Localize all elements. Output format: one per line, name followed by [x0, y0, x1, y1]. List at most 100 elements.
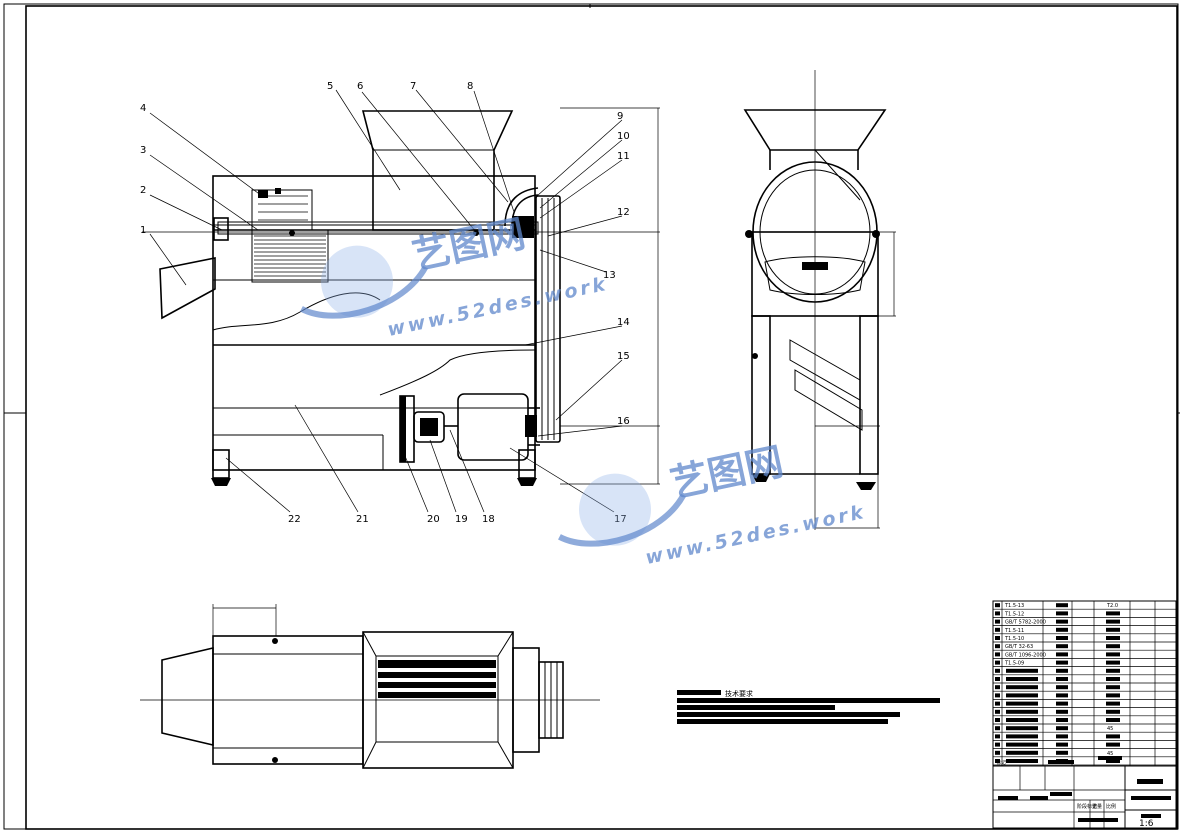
title-block-qty: [1056, 611, 1068, 616]
weight-label: 重量: [1092, 803, 1102, 810]
tech-requirements-heading: 技术要求: [725, 689, 753, 698]
title-block-row-index: [995, 759, 1000, 763]
stage-mark-label: 阶段标记: [1077, 803, 1097, 810]
title-block-redacted: [1006, 709, 1038, 714]
title-block-redacted: [1006, 677, 1038, 681]
title-block-part-code: T1.5-12: [1004, 611, 1024, 617]
title-block-qty: [1056, 709, 1068, 714]
part-number: 6: [357, 81, 363, 92]
screen-hatch: [254, 195, 326, 277]
title-block-row-index: [995, 619, 1000, 624]
title-block-qty: [1056, 603, 1068, 608]
title-block-row-index: [995, 611, 1000, 616]
title-block-material: [1106, 660, 1120, 665]
title-block-material: [1106, 619, 1120, 624]
part-number: 14: [617, 317, 630, 328]
watermark-1: 艺图网 www.52des.work: [300, 211, 610, 341]
title-block-redacted: [1006, 693, 1038, 698]
title-block-part-code: T1.5-10: [1004, 636, 1024, 642]
title-block-qty: [1056, 685, 1068, 690]
title-block-row-index: [995, 734, 1000, 739]
watermark-2: 艺图网 www.52des.work: [558, 439, 868, 569]
title-block-row-index: [995, 709, 1000, 714]
title-block-redacted: [1006, 718, 1038, 722]
title-block-row-index: [995, 718, 1000, 722]
title-block-material: [1106, 636, 1120, 640]
title-block-material: 45: [1107, 726, 1113, 732]
scale-label: 比例: [1106, 803, 1116, 810]
part-number: 12: [617, 207, 630, 218]
watermark-globe-icon: [558, 473, 687, 547]
part-number: 20: [427, 514, 440, 525]
title-block-material: [1106, 742, 1120, 747]
part-number: 16: [617, 416, 630, 427]
title-block-row-index: [995, 668, 1000, 673]
title-block-material: [1106, 611, 1120, 616]
title-block-qty: [1056, 652, 1068, 657]
title-block-material: [1106, 734, 1120, 739]
title-block-qty: [1056, 742, 1068, 747]
part-number: 15: [617, 351, 630, 362]
title-block-material: T2.0: [1106, 603, 1118, 609]
title-block-material: [1106, 709, 1120, 714]
title-block-redacted: [1006, 759, 1038, 763]
part-number: 13: [603, 270, 616, 281]
title-block-qty: [1056, 701, 1068, 706]
part-number: 5: [327, 81, 333, 92]
watermark-brand: 艺图网: [408, 211, 529, 278]
title-block-qty: [1056, 644, 1068, 649]
part-number: 10: [617, 131, 630, 142]
title-block-part-code: GB/T 32-63: [1005, 644, 1033, 650]
watermark-globe-icon: [300, 245, 429, 319]
title-block-row-index: [995, 685, 1000, 690]
part-number: 22: [288, 514, 301, 525]
title-block-row-index: [995, 693, 1000, 698]
part-number: 1: [140, 225, 146, 236]
part-number: 2: [140, 185, 146, 196]
title-block-redacted: [1006, 742, 1038, 747]
title-block-part-code: T1.5-13: [1004, 603, 1024, 609]
leader-lines: [149, 89, 623, 513]
title-block-qty: [1056, 718, 1068, 722]
part-number: 9: [617, 111, 623, 122]
title-block-row-index: [995, 603, 1000, 608]
title-block-qty: [1056, 677, 1068, 681]
title-block-material: [1106, 701, 1120, 706]
part-number: 7: [410, 81, 416, 92]
title-block-row-index: [995, 636, 1000, 640]
title-block-redacted: [1006, 668, 1038, 673]
part-number: 19: [455, 514, 468, 525]
title-block-row-index: [995, 742, 1000, 747]
front-view: [142, 107, 660, 486]
title-block-row-index: [995, 701, 1000, 706]
part-number: 21: [356, 514, 369, 525]
part-number: 4: [140, 103, 146, 114]
title-block-part-code: T1.5-11: [1004, 628, 1024, 634]
title-block-qty: [1056, 693, 1068, 698]
title-block-qty: [1056, 636, 1068, 640]
title-block-material: [1106, 627, 1120, 632]
title-block-material: [1106, 685, 1120, 690]
title-block-redacted: [1006, 734, 1038, 739]
title-block-qty: [1056, 750, 1068, 755]
technical-requirements: 技术要求: [677, 689, 940, 724]
side-view: [743, 70, 896, 530]
title-block-part-code: GB/T 1096-2000: [1005, 652, 1046, 658]
title-block-qty: [1056, 619, 1068, 624]
part-number: 11: [617, 151, 630, 162]
title-block-qty: [1056, 660, 1068, 665]
mark-label: 标记: [996, 759, 1006, 766]
title-block-row-index: [995, 726, 1000, 731]
drawing-frame: [3, 3, 1180, 830]
title-block-part-code: T1.5-09: [1004, 661, 1024, 667]
title-block-redacted: [1006, 685, 1038, 690]
title-block-part-code: GB/T 5782-2000: [1005, 620, 1046, 626]
title-block-material: [1106, 718, 1120, 722]
title-block-material: [1106, 652, 1120, 657]
title-block-material: 45: [1107, 751, 1113, 757]
title-block-qty: [1056, 668, 1068, 673]
title-block-qty: [1056, 627, 1068, 632]
part-number: 3: [140, 145, 146, 156]
part-number: 18: [482, 514, 495, 525]
